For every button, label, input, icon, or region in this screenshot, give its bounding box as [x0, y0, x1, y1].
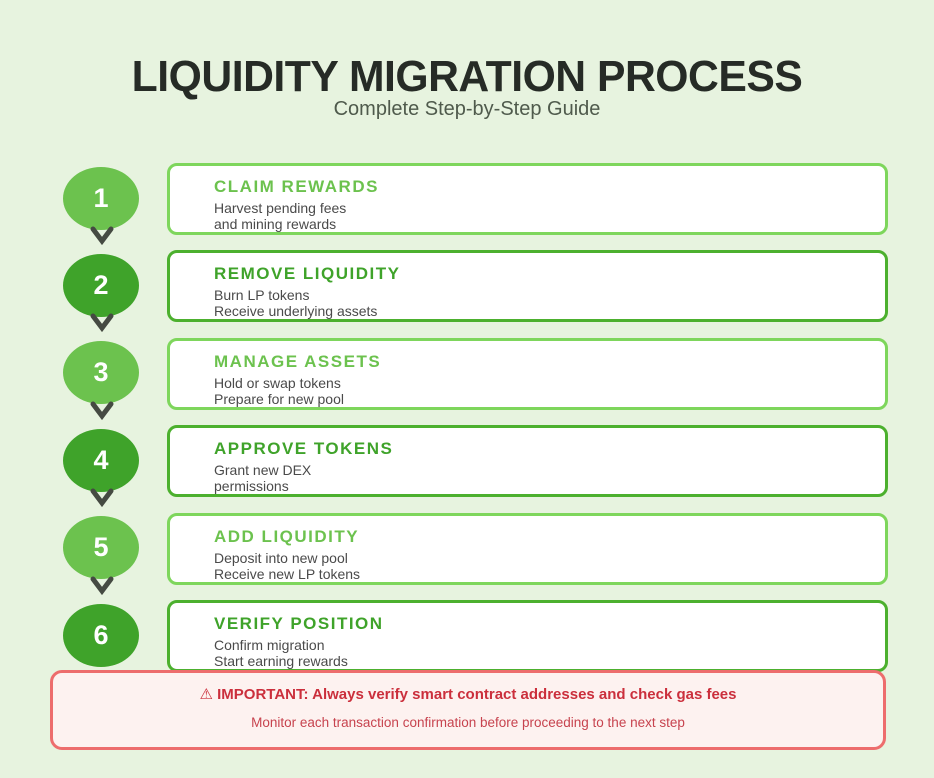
- step-card-title: ADD LIQUIDITY: [214, 526, 360, 546]
- step-card: MANAGE ASSETS Hold or swap tokens Prepar…: [167, 337, 888, 410]
- arrow-down-icon: [90, 401, 114, 420]
- step-card: VERIFY POSITION Confirm migration Start …: [167, 600, 888, 672]
- page-subtitle: Complete Step-by-Step Guide: [333, 98, 601, 120]
- step-card-line1: Harvest pending fees: [214, 200, 347, 216]
- step-card: ADD LIQUIDITY Deposit into new pool Rece…: [167, 512, 888, 585]
- step-card-line1: Hold or swap tokens: [214, 374, 341, 391]
- step-number: 6: [93, 619, 109, 650]
- step-card-line2: Start earning rewards: [214, 653, 348, 669]
- step-number-badge: 3: [63, 341, 139, 405]
- step-number-badge: 1: [63, 166, 139, 230]
- step-card-line2: permissions: [214, 478, 289, 495]
- step-number-badge: 5: [63, 516, 139, 580]
- page-title: LIQUIDITY MIGRATION PROCESS: [131, 52, 803, 101]
- step-card-line1: Grant new DEX: [214, 462, 312, 479]
- warning-title: ⚠ IMPORTANT: Always verify smart contrac…: [53, 685, 883, 703]
- step-card: APPROVE TOKENS Grant new DEX permissions: [167, 425, 888, 498]
- step-number-badge: 2: [63, 253, 139, 317]
- step-card-line1: Burn LP tokens: [214, 287, 310, 304]
- step-card-line2: and mining rewards: [214, 216, 337, 232]
- step-card: CLAIM REWARDS Harvest pending fees and m…: [167, 163, 888, 235]
- step-card-line2: Prepare for new pool: [214, 390, 344, 407]
- step-number-badge: 6: [63, 603, 139, 667]
- arrow-down-icon: [90, 576, 114, 595]
- step-number: 3: [93, 357, 109, 388]
- arrow-down-icon: [90, 226, 114, 246]
- step-card-title: REMOVE LIQUIDITY: [214, 264, 401, 284]
- step-number: 1: [93, 182, 109, 213]
- step-card-line1: Confirm migration: [214, 637, 325, 653]
- step-card-title: CLAIM REWARDS: [214, 177, 379, 196]
- step-card: REMOVE LIQUIDITY Burn LP tokens Receive …: [167, 250, 888, 323]
- step-number: 4: [93, 444, 109, 475]
- step-card-title: APPROVE TOKENS: [214, 439, 394, 459]
- arrow-down-icon: [90, 313, 114, 333]
- step-number: 2: [93, 269, 109, 300]
- step-card-title: VERIFY POSITION: [214, 614, 384, 633]
- step-card-title: MANAGE ASSETS: [214, 351, 382, 371]
- warning-subtitle: Monitor each transaction confirmation be…: [251, 715, 685, 730]
- step-number-badge: 4: [63, 428, 139, 492]
- step-card-line2: Receive new LP tokens: [214, 565, 361, 582]
- step-card-line2: Receive underlying assets: [214, 303, 378, 320]
- arrow-down-icon: [90, 488, 114, 508]
- step-number: 5: [93, 532, 109, 563]
- warning-title-text: IMPORTANT: Always verify smart contract …: [217, 686, 737, 703]
- warning-icon: ⚠: [199, 686, 213, 703]
- warning-banner: ⚠ IMPORTANT: Always verify smart contrac…: [50, 670, 886, 750]
- step-card-line1: Deposit into new pool: [214, 549, 348, 566]
